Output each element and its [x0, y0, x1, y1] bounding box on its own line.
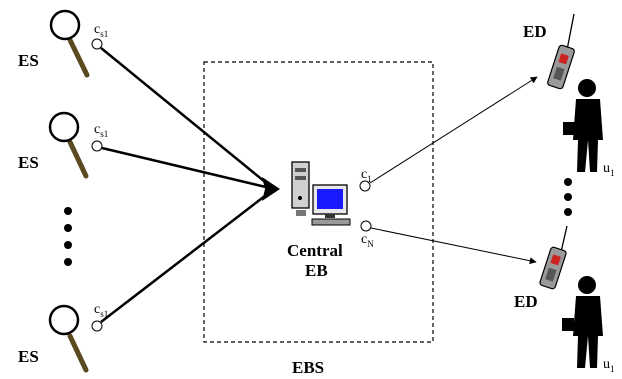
device-1: ED [523, 13, 575, 90]
sensor-label: ES [18, 347, 39, 366]
central-port-1 [359, 180, 371, 192]
monitor-screen [317, 189, 343, 209]
central-computer-icon [291, 161, 351, 226]
person-icon [562, 276, 603, 368]
sensor-label: ES [18, 153, 39, 172]
central-label-line2: EB [305, 261, 328, 280]
device-label: ED [514, 292, 538, 311]
sensor-3: ES cs1 [18, 302, 108, 373]
sensor-links [100, 47, 271, 323]
sensor-3-link [100, 191, 271, 323]
magnifier-icon [49, 9, 90, 78]
ellipsis-dots-left [64, 207, 72, 266]
person-icon [563, 79, 603, 172]
ellipsis-dots-right [564, 178, 572, 216]
magnifier-icon [48, 111, 89, 179]
sensor-port [91, 140, 103, 152]
sensor-port-label: cs1 [94, 122, 108, 139]
sensor-label: ES [18, 51, 39, 70]
user-label: u1 [603, 357, 615, 374]
mobile-phone-icon [539, 225, 568, 290]
ebs-boundary [203, 61, 434, 343]
sensor-2-link [101, 146, 271, 190]
central-label-line1: Central [287, 241, 343, 260]
sensor-2: ES cs1 [18, 111, 108, 179]
converging-arrowhead [262, 177, 280, 201]
central-port-1-label: c1 [361, 167, 372, 184]
device-label: ED [523, 22, 547, 41]
magnifier-icon [48, 304, 89, 373]
central-port-n [360, 220, 372, 232]
device-1-link [369, 76, 538, 184]
central-port-n-label: cN [361, 232, 374, 249]
user-n: u1 [562, 276, 615, 374]
device-n: ED [514, 225, 568, 311]
user-1: u1 [563, 79, 615, 178]
sensor-port-label: cs1 [94, 22, 108, 39]
sensor-1-link [100, 47, 271, 187]
sensor-port [91, 320, 103, 332]
ebs-label: EBS [292, 358, 324, 377]
sensor-1: ES cs1 [18, 9, 108, 78]
device-n-link [370, 227, 537, 265]
sensor-port-label: cs1 [94, 302, 108, 319]
user-label: u1 [603, 161, 615, 178]
mobile-phone-icon [547, 13, 575, 90]
sensor-port [91, 38, 103, 50]
